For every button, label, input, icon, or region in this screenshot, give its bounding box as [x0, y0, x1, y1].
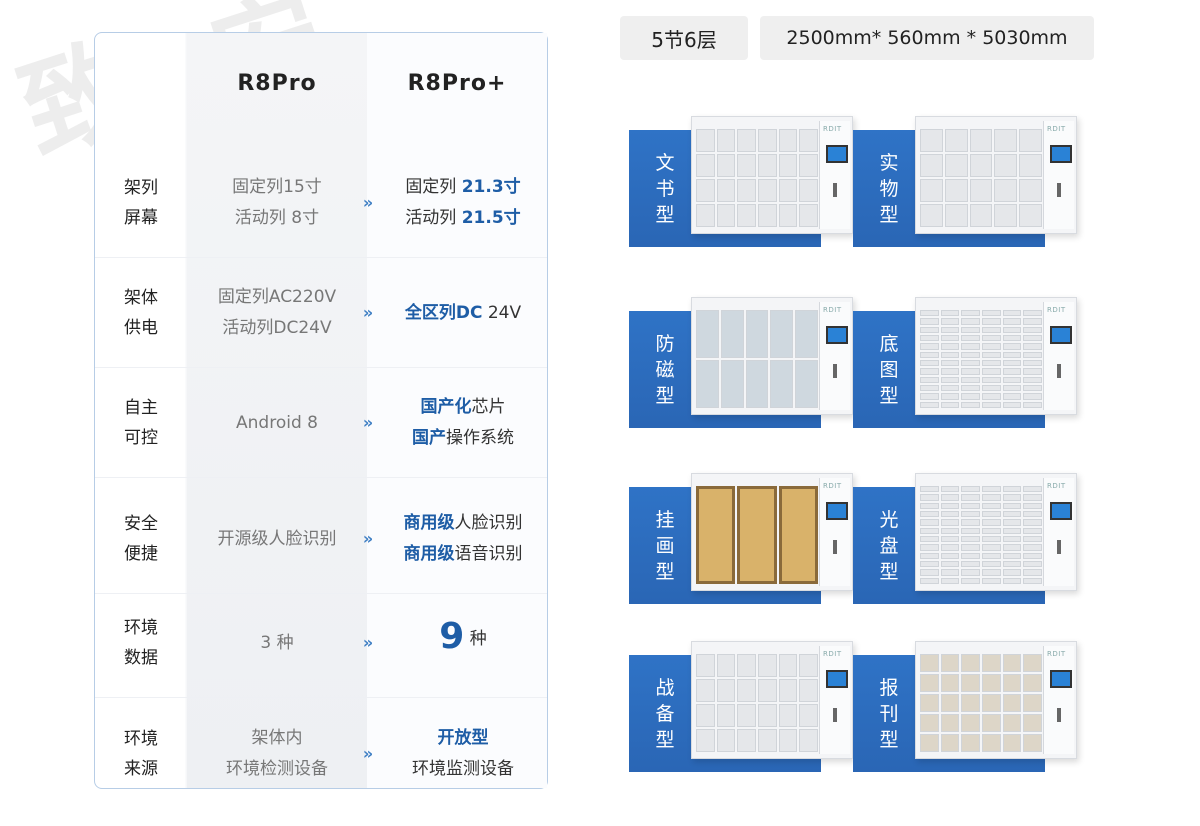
brand-logo: RDIT: [823, 125, 842, 133]
product-card[interactable]: 光盘型 RDIT: [853, 473, 1077, 604]
table-row: 架列屏幕 固定列15寸活动列 8寸 » 固定列 21.3寸活动列 21.5寸: [95, 148, 547, 258]
product-card[interactable]: 战备型 RDIT: [629, 641, 853, 772]
brand-logo: RDIT: [1047, 306, 1066, 314]
table-row: 环境来源 架体内环境检测设备 » 开放型环境监测设备: [95, 698, 547, 810]
row-label: 架列屏幕: [124, 178, 158, 228]
new-value: 国产化芯片国产操作系统: [412, 397, 514, 448]
screen-icon: [1050, 326, 1072, 344]
product-label: 战备型: [655, 677, 675, 751]
control-terminal: RDIT: [1043, 302, 1074, 410]
product-card[interactable]: 实物型 RDIT: [853, 116, 1077, 247]
new-value: 商用级人脸识别商用级语音识别: [403, 513, 523, 564]
product-card[interactable]: 报刊型 RDIT: [853, 641, 1077, 772]
row-label: 架体供电: [124, 288, 158, 338]
screen-icon: [1050, 145, 1072, 163]
old-value: Android 8: [236, 412, 318, 433]
control-terminal: RDIT: [819, 121, 850, 229]
column-header-new: R8Pro+: [407, 71, 507, 96]
product-card[interactable]: 底图型 RDIT: [853, 297, 1077, 428]
product-card[interactable]: 文书型 RDIT: [629, 116, 853, 247]
cabinet-image: RDIT: [915, 641, 1077, 759]
control-terminal: RDIT: [1043, 121, 1074, 229]
product-label: 防磁型: [655, 333, 675, 407]
product-label: 实物型: [879, 152, 899, 226]
old-value: 3 种: [260, 632, 294, 653]
handle-icon: [833, 708, 837, 722]
control-terminal: RDIT: [1043, 478, 1074, 586]
old-value: 固定列15寸活动列 8寸: [232, 177, 322, 228]
old-value: 开源级人脸识别: [217, 528, 337, 549]
cabinet-image: RDIT: [915, 473, 1077, 591]
handle-icon: [833, 183, 837, 197]
new-value: 9 种: [439, 616, 487, 657]
handle-icon: [1057, 364, 1061, 378]
row-label: 环境数据: [124, 618, 158, 668]
row-label: 环境来源: [124, 729, 158, 779]
brand-logo: RDIT: [1047, 650, 1066, 658]
upgrade-arrow-icon: »: [362, 633, 374, 652]
old-value: 架体内环境检测设备: [226, 728, 328, 779]
upgrade-arrow-icon: »: [362, 413, 374, 432]
product-label: 光盘型: [879, 509, 899, 583]
product-card[interactable]: 防磁型 RDIT: [629, 297, 853, 428]
cabinet-image: RDIT: [691, 297, 853, 415]
control-terminal: RDIT: [819, 646, 850, 754]
table-row: 安全便捷 开源级人脸识别 » 商用级人脸识别商用级语音识别: [95, 484, 547, 594]
cabinet-image: RDIT: [691, 116, 853, 234]
new-value: 固定列 21.3寸活动列 21.5寸: [405, 177, 521, 228]
column-new-bg: [367, 33, 547, 788]
row-label: 自主可控: [124, 398, 158, 448]
spec-dimensions: 2500mm* 560mm * 5030mm: [760, 16, 1094, 60]
control-terminal: RDIT: [1043, 646, 1074, 754]
upgrade-arrow-icon: »: [362, 529, 374, 548]
brand-logo: RDIT: [823, 482, 842, 490]
screen-icon: [826, 502, 848, 520]
new-value: 全区列DC 24V: [404, 302, 522, 323]
screen-icon: [826, 326, 848, 344]
brand-logo: RDIT: [1047, 482, 1066, 490]
handle-icon: [833, 540, 837, 554]
table-row: 自主可控 Android 8 » 国产化芯片国产操作系统: [95, 368, 547, 478]
comparison-table: R8Pro R8Pro+ 架列屏幕 固定列15寸活动列 8寸 » 固定列 21.3寸活…: [94, 32, 548, 789]
handle-icon: [1057, 708, 1061, 722]
screen-icon: [826, 670, 848, 688]
upgrade-arrow-icon: »: [362, 744, 374, 763]
row-label: 安全便捷: [124, 514, 158, 564]
product-label: 文书型: [655, 152, 675, 226]
brand-logo: RDIT: [1047, 125, 1066, 133]
screen-icon: [1050, 670, 1072, 688]
cabinet-image: RDIT: [691, 473, 853, 591]
handle-icon: [1057, 540, 1061, 554]
new-value: 开放型环境监测设备: [412, 728, 514, 779]
cabinet-image: RDIT: [691, 641, 853, 759]
upgrade-arrow-icon: »: [362, 303, 374, 322]
spec-sections: 5节6层: [620, 16, 748, 60]
cabinet-image: RDIT: [915, 297, 1077, 415]
brand-logo: RDIT: [823, 650, 842, 658]
screen-icon: [1050, 502, 1072, 520]
product-card[interactable]: 挂画型 RDIT: [629, 473, 853, 604]
upgrade-arrow-icon: »: [362, 193, 374, 212]
column-old-bg: [187, 33, 367, 788]
brand-logo: RDIT: [823, 306, 842, 314]
product-label: 挂画型: [655, 509, 675, 583]
screen-icon: [826, 145, 848, 163]
handle-icon: [1057, 183, 1061, 197]
product-label: 底图型: [879, 333, 899, 407]
control-terminal: RDIT: [819, 302, 850, 410]
control-terminal: RDIT: [819, 478, 850, 586]
handle-icon: [833, 364, 837, 378]
cabinet-image: RDIT: [915, 116, 1077, 234]
product-label: 报刊型: [879, 677, 899, 751]
column-header-old: R8Pro: [237, 71, 317, 96]
table-row: 环境数据 3 种 » 9 种: [95, 588, 547, 698]
